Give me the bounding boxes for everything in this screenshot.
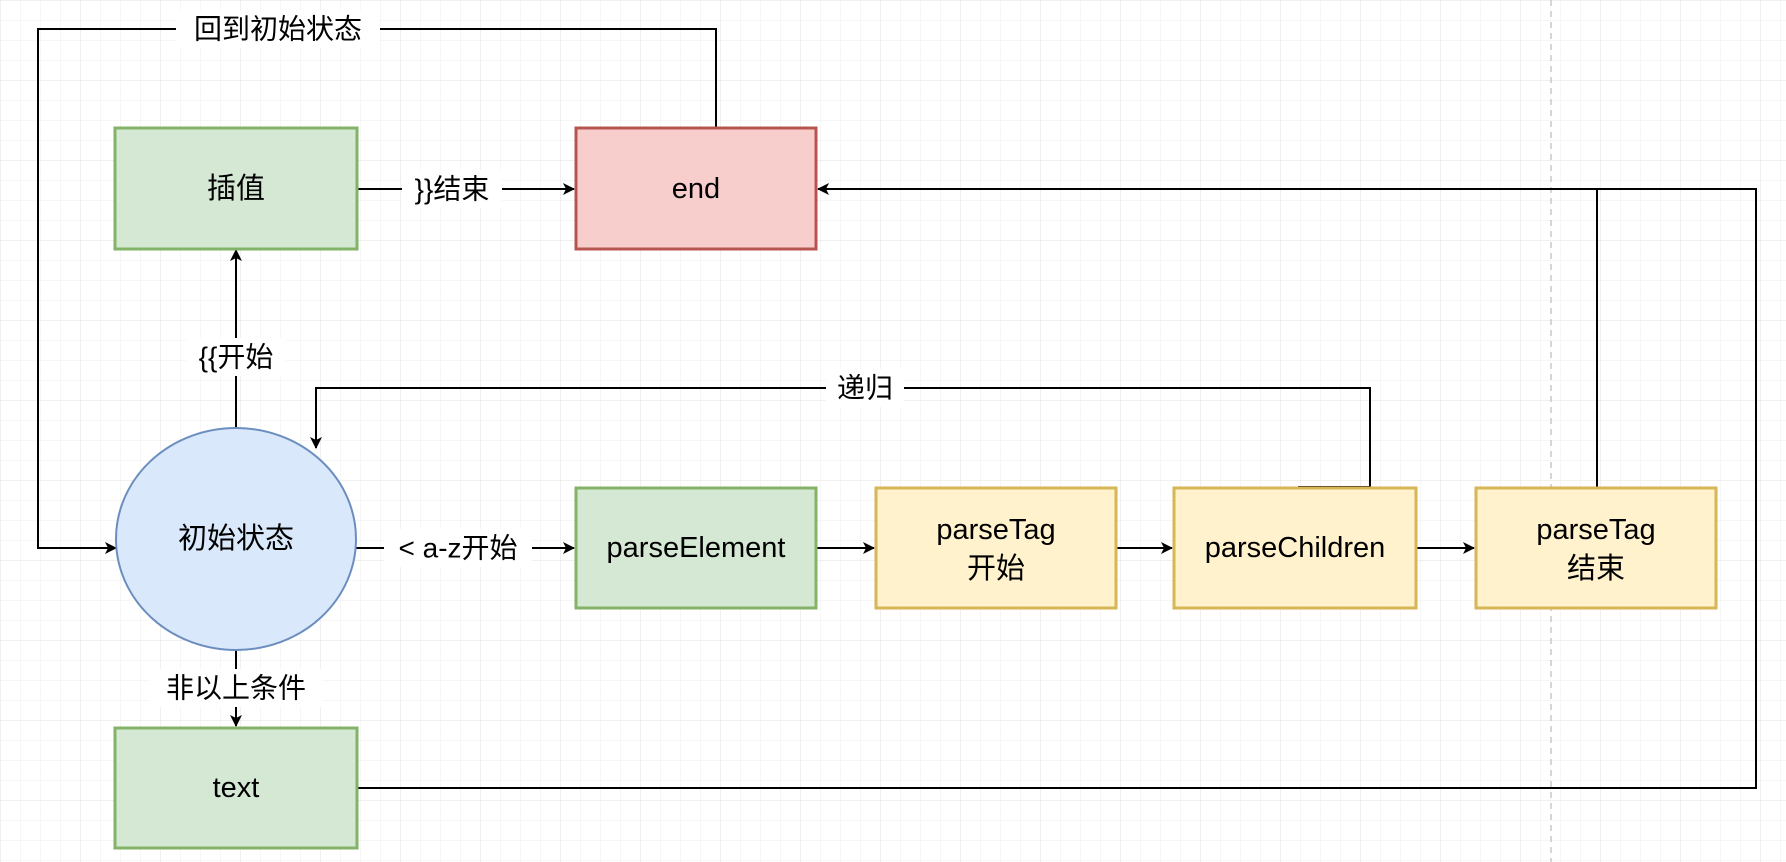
edge-label-initial-to-text: 非以上条件 (166, 673, 306, 704)
node-end[interactable]: end (574, 126, 818, 251)
edge-text-to-end (358, 188, 1757, 789)
node-parse-element-label: parseElement (607, 532, 786, 564)
edge-label-back-to-initial: 回到初始状态 (194, 14, 362, 45)
node-initial-state-label: 初始状态 (178, 522, 294, 555)
edge-back-to-initial (37, 28, 717, 554)
node-initial-state[interactable]: 初始状态 (115, 427, 357, 651)
node-end-label: end (672, 173, 720, 205)
node-parse-children[interactable]: parseChildren (1172, 486, 1418, 610)
edge-label-recursion: 递归 (837, 373, 893, 404)
node-parse-tag-end[interactable]: parseTag 结束 (1474, 486, 1718, 610)
edge-label-initial-to-interp: {{开始 (199, 342, 274, 373)
node-parse-element[interactable]: parseElement (574, 486, 818, 610)
edge-label-initial-to-element: < a-z开始 (398, 533, 517, 564)
node-text[interactable]: text (113, 726, 359, 850)
node-interpolation-label: 插值 (207, 172, 265, 205)
node-parse-children-label: parseChildren (1205, 532, 1386, 564)
node-parse-tag-start-line2: 开始 (967, 552, 1025, 585)
node-parse-tag-end-line2: 结束 (1567, 552, 1625, 585)
node-interpolation[interactable]: 插值 (113, 126, 359, 251)
node-parse-tag-end-line1: parseTag (1536, 514, 1655, 546)
node-text-label: text (213, 772, 260, 804)
node-parse-tag-start-line1: parseTag (936, 514, 1055, 546)
edge-label-interp-to-end: }}结束 (415, 174, 490, 205)
node-parse-tag-start[interactable]: parseTag 开始 (874, 486, 1118, 610)
